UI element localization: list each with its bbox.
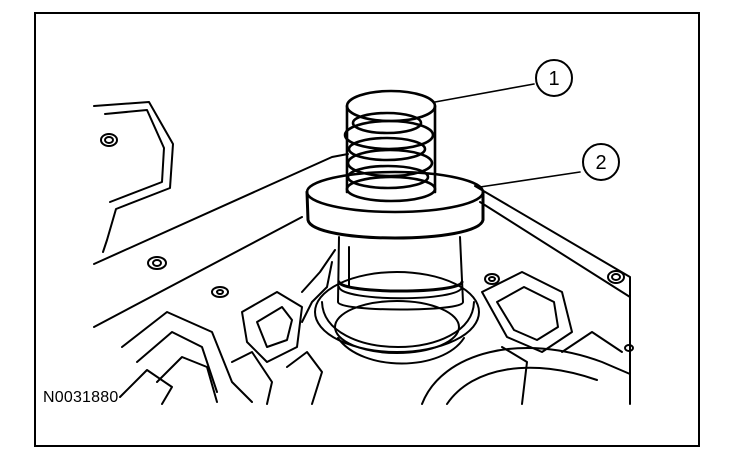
upper-left-bracket [93, 101, 174, 253]
bolt-hole-upper-left [100, 133, 118, 147]
bolt-hole-mid-left [211, 286, 229, 298]
bolt-hole-left [147, 256, 167, 270]
callout-1-leader [434, 83, 535, 103]
piston-flange-side [305, 190, 485, 240]
transmission-diagram: 1 2 [93, 59, 634, 405]
callout-2-circle [582, 143, 620, 181]
piston-stem [337, 236, 465, 311]
bolt-hole-far-right [607, 270, 625, 284]
bolt-hole-right [484, 273, 500, 285]
figure-id-label: N0031880 [43, 389, 119, 406]
callout-2-leader [479, 171, 581, 188]
case-top-surface [93, 153, 349, 265]
figure-frame: 1 2 [34, 12, 700, 447]
callout-1-number: 1 [548, 68, 559, 90]
return-spring [343, 89, 437, 203]
callout-1-circle [535, 59, 573, 97]
callout-2-number: 2 [595, 152, 606, 174]
large-bore-right [421, 347, 631, 405]
